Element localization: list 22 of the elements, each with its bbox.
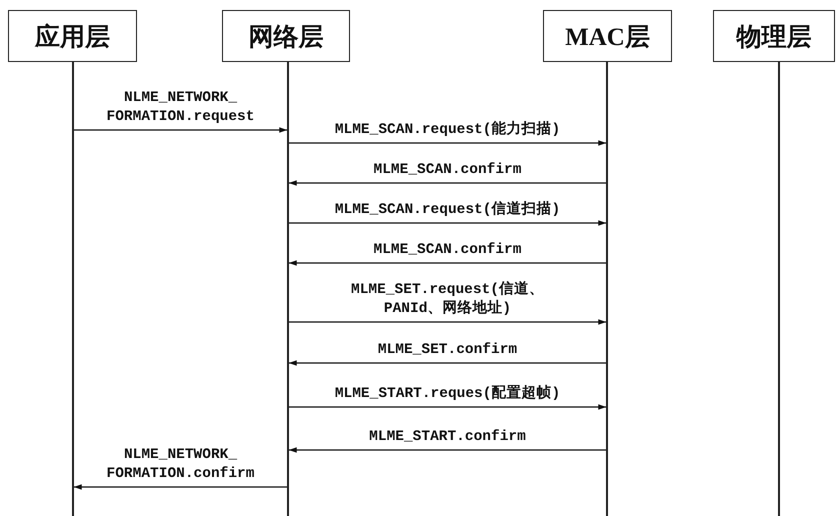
lifeline: [72, 62, 74, 516]
arrow: [288, 140, 606, 146]
lifeline: [778, 62, 780, 516]
arrow: [74, 484, 288, 490]
layer-name: MAC层: [565, 22, 650, 52]
arrow: [288, 404, 606, 410]
layer-box: [713, 10, 835, 62]
arrow: [74, 127, 288, 133]
layer-name: 应用层: [35, 22, 110, 52]
layer-box: [543, 10, 672, 62]
arrow: [288, 260, 606, 266]
arrow: [288, 447, 606, 453]
arrow: [288, 360, 606, 366]
lifeline: [606, 62, 608, 516]
layer-name: 物理层: [736, 22, 812, 52]
arrow: [288, 319, 606, 325]
layer-box: [8, 10, 137, 62]
arrow: [288, 220, 606, 226]
lifeline: [287, 62, 289, 516]
layer-box: [222, 10, 350, 62]
layer-name: 网络层: [248, 22, 324, 52]
arrow: [288, 180, 606, 186]
